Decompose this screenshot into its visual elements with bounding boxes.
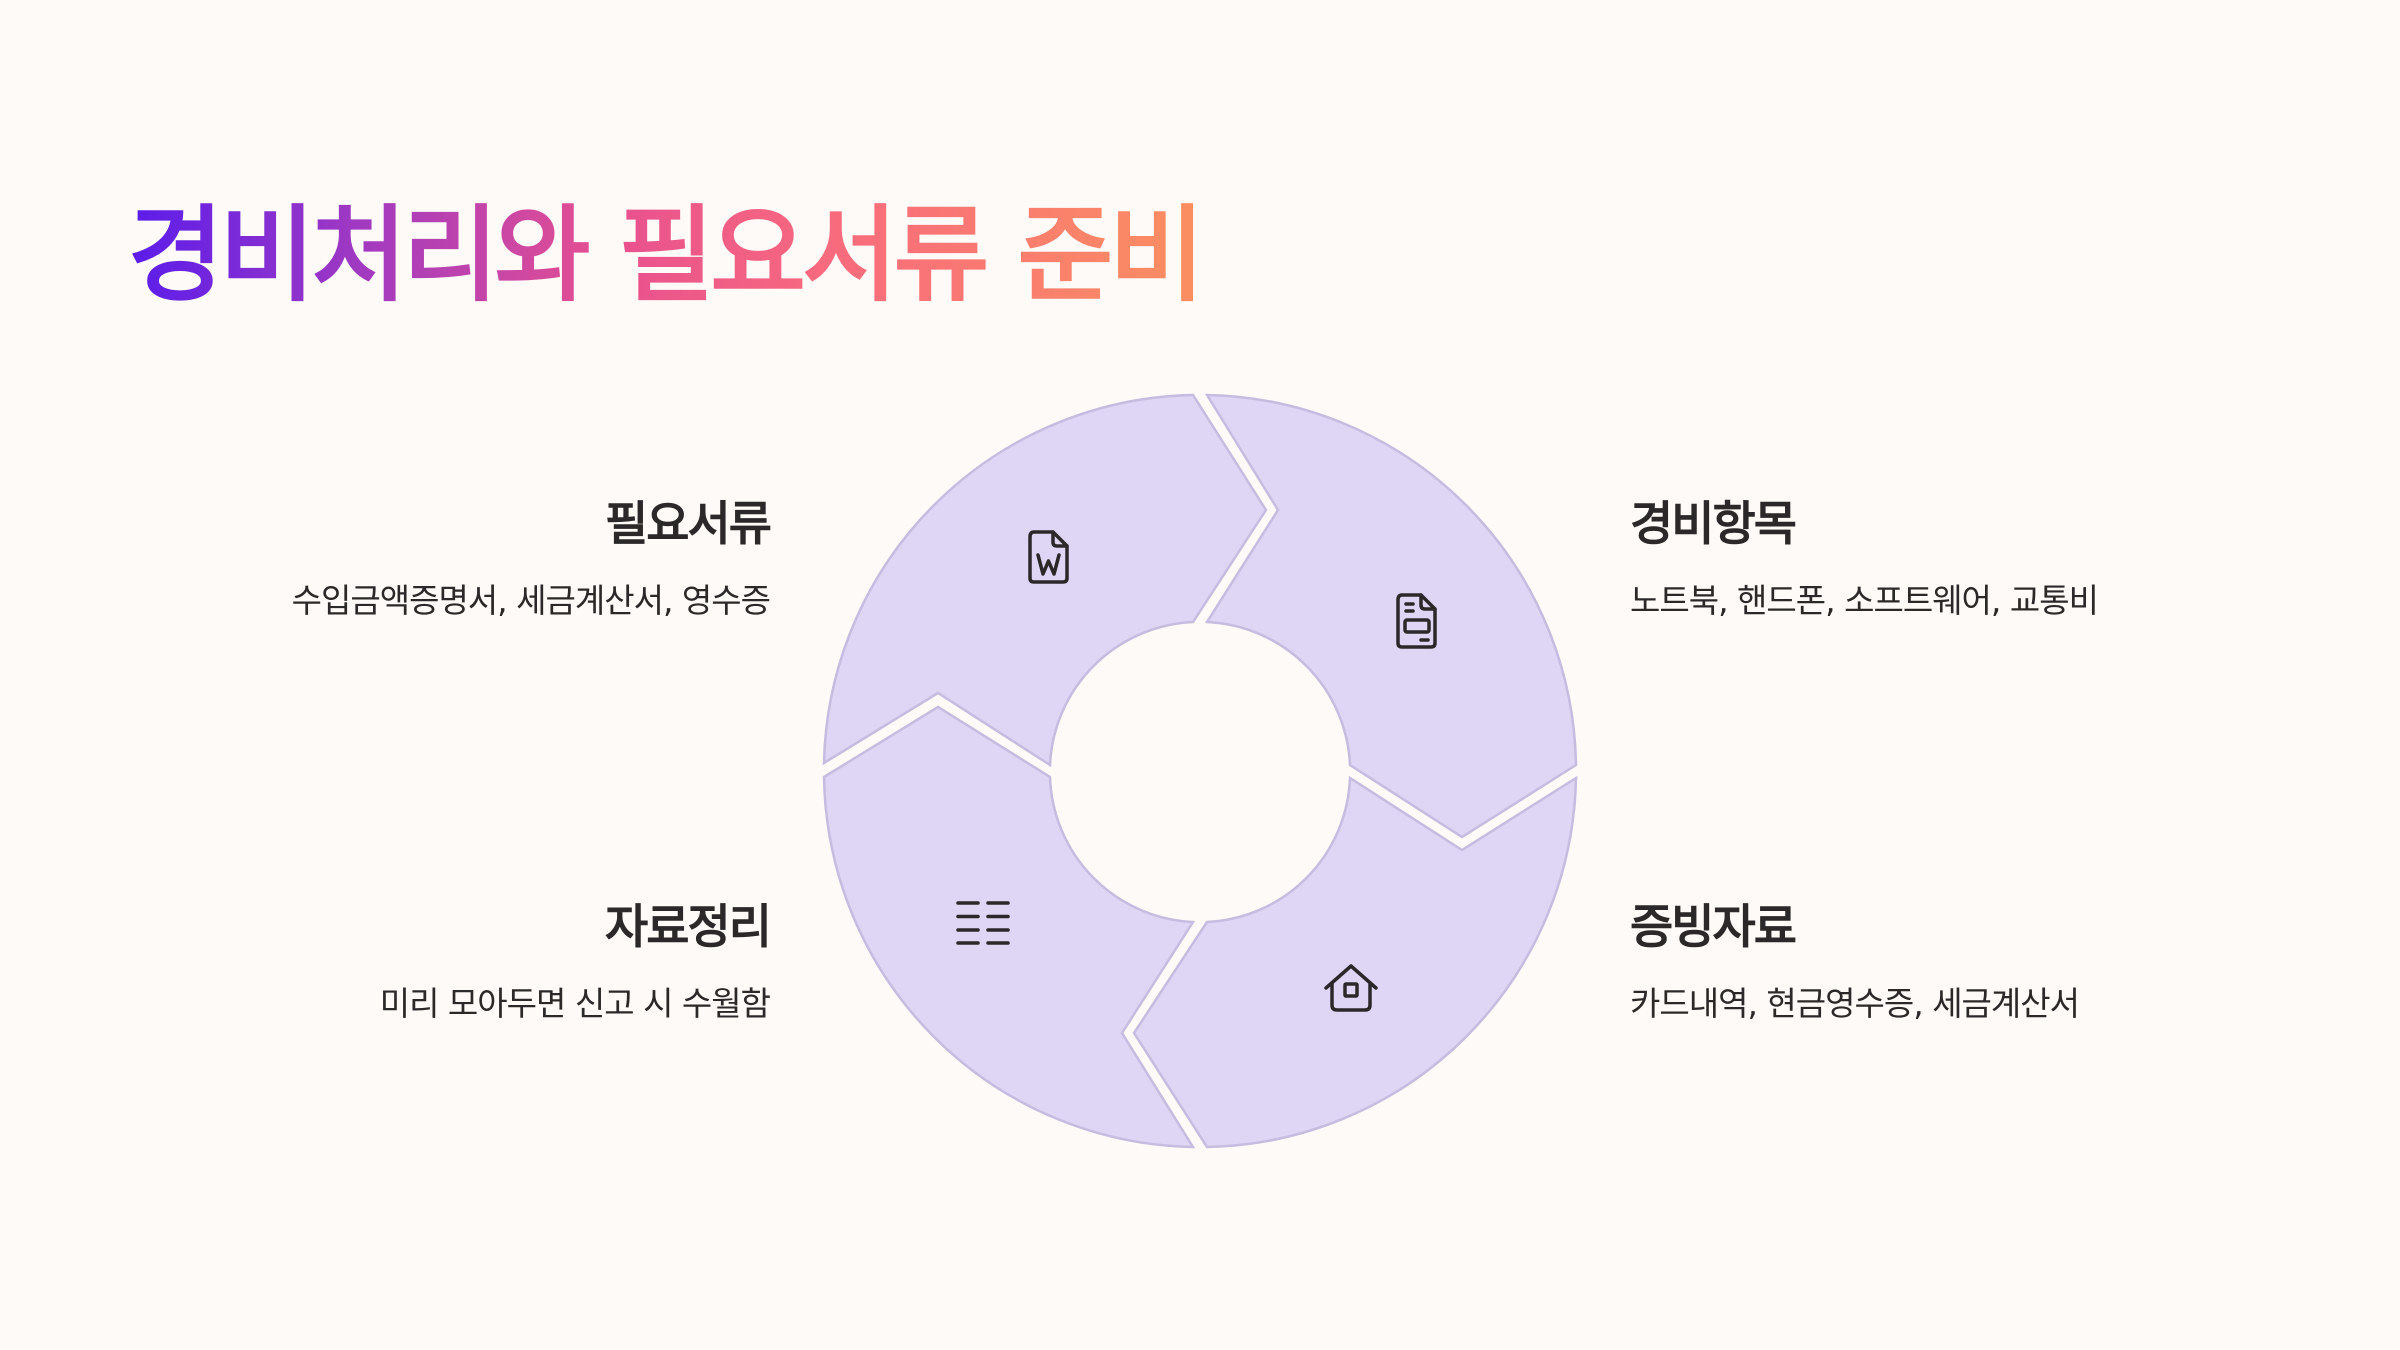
- label-top-right: 경비항목 노트북, 핸드폰, 소프트웨어, 교통비: [1630, 495, 2250, 623]
- label-bottom-right: 증빙자료 카드내역, 현금영수증, 세금계산서: [1630, 898, 2250, 1026]
- segment-title: 자료정리: [605, 900, 772, 955]
- cycle-segment-top-left: [822, 393, 1268, 768]
- segment-description: 노트북, 핸드폰, 소프트웨어, 교통비: [1630, 581, 2099, 620]
- segment-description: 미리 모아두면 신고 시 수월함: [379, 984, 771, 1023]
- segment-description: 카드내역, 현금영수증, 세금계산서: [1630, 984, 2080, 1023]
- segment-title: 필요서류: [605, 497, 772, 552]
- label-top-left: 필요서류 수입금액증명서, 세금계산서, 영수증: [150, 495, 772, 623]
- segment-description: 수입금액증명서, 세금계산서, 영수증: [291, 581, 771, 620]
- cycle-segment-bottom-right: [1132, 775, 1578, 1149]
- house-icon: [1324, 964, 1378, 1012]
- list-columns-icon: [956, 901, 1010, 945]
- segment-title: 증빙자료: [1630, 900, 1797, 955]
- invoice-document-icon: [1396, 593, 1437, 649]
- label-bottom-left: 자료정리 미리 모아두면 신고 시 수월함: [150, 898, 772, 1026]
- cycle-segment-bottom-left: [822, 705, 1196, 1149]
- word-document-icon: [1028, 530, 1069, 584]
- segment-title: 경비항목: [1630, 497, 1797, 552]
- page-title: 경비처리와 필요서류 준비: [128, 190, 1205, 320]
- cycle-segment-top-right: [1204, 393, 1578, 839]
